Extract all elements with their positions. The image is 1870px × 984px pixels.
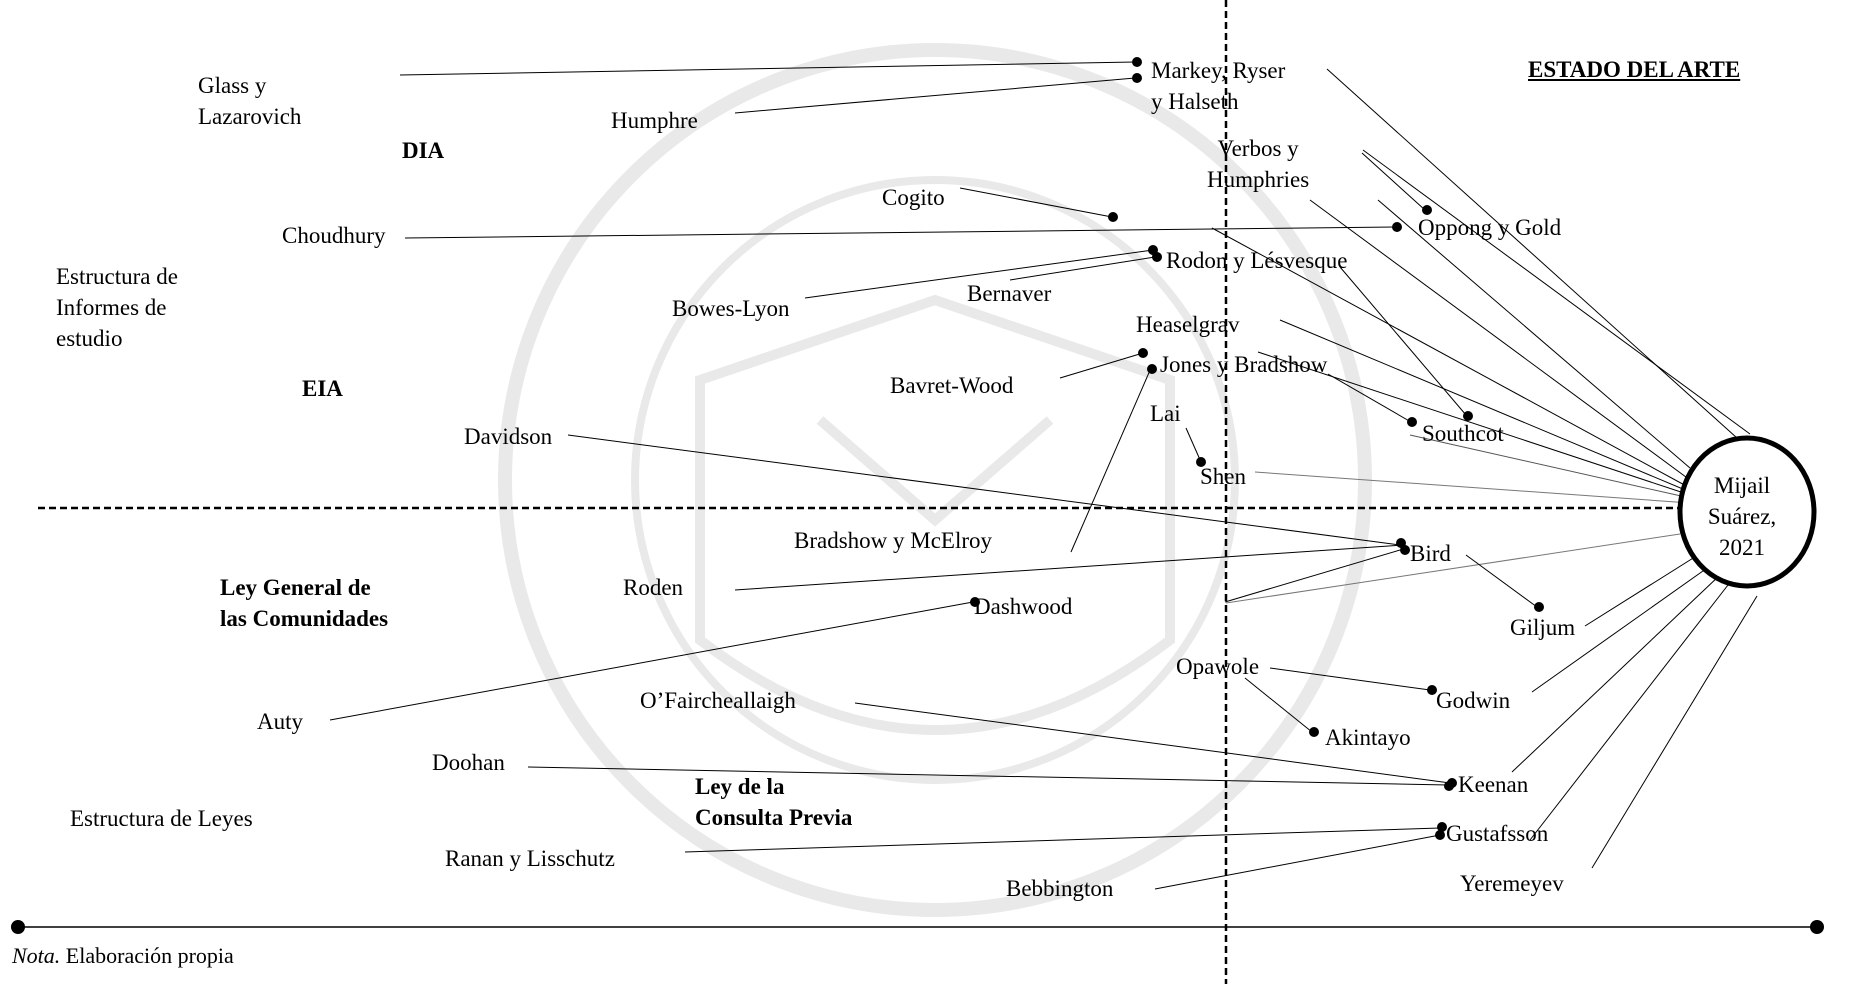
source-note: Nota. Elaboración propia [12, 943, 234, 969]
author-bebbington: Bebbington [1006, 876, 1114, 901]
author-doohan: Doohan [432, 750, 505, 775]
author-rodon: Rodon y Lésvesque [1166, 248, 1348, 273]
category-estructura-leyes: Estructura de Leyes [70, 806, 253, 831]
author-auty: Auty [257, 709, 303, 734]
author-cogito: Cogito [882, 185, 945, 210]
author-bowes: Bowes-Lyon [672, 296, 790, 321]
author-akintayo: Akintayo [1325, 725, 1411, 750]
author-godwin: Godwin [1436, 688, 1511, 713]
category-ley-comunidades: Ley General de las Comunidades [220, 575, 389, 631]
author-bavret: Bavret-Wood [890, 373, 1014, 398]
author-bird: Bird [1410, 541, 1451, 566]
author-oppong: Oppong y Gold [1418, 215, 1562, 240]
author-markey: Markey, Ryser y Halseth [1151, 58, 1286, 114]
author-lai: Lai [1150, 401, 1181, 426]
author-jones: Jones y Bradshow [1160, 352, 1328, 377]
author-giljum: Giljum [1510, 615, 1576, 640]
category-dia: DIA [402, 138, 445, 163]
category-eia: EIA [302, 376, 343, 401]
author-ofaircheallaigh: O’Faircheallaigh [640, 688, 796, 713]
author-yeremeyev: Yeremeyev [1460, 871, 1564, 896]
category-estructura-informes: Estructura de Informes de estudio [56, 264, 178, 351]
author-gustafsson: Gustafsson [1446, 821, 1549, 846]
note-text: Elaboración propia [60, 943, 234, 968]
author-keenan: Keenan [1458, 772, 1529, 797]
diagram-title: ESTADO DEL ARTE [1528, 57, 1741, 82]
center-node-label: Mijail Suárez, 2021 [1707, 473, 1777, 560]
author-bernaver: Bernaver [967, 281, 1052, 306]
author-bradshow: Bradshow y McElroy [794, 528, 993, 553]
author-opawole: Opawole [1176, 654, 1260, 679]
author-southcot: Southcot [1422, 421, 1504, 446]
author-dashwood: Dashwood [974, 594, 1073, 619]
author-glass: Glass y Lazarovich [198, 73, 302, 129]
author-verbos: Verbos y Humphries [1207, 136, 1310, 192]
category-ley-consulta: Ley de la Consulta Previa [695, 774, 853, 830]
author-ranan: Ranan y Lisschutz [445, 846, 615, 871]
note-prefix: Nota. [12, 943, 61, 968]
author-roden: Roden [623, 575, 684, 600]
author-davidson: Davidson [464, 424, 553, 449]
author-humphre: Humphre [611, 108, 698, 133]
author-shen: Shen [1200, 464, 1246, 489]
author-choudhury: Choudhury [282, 223, 386, 248]
author-heaselgrav: Heaselgrav [1136, 312, 1240, 337]
